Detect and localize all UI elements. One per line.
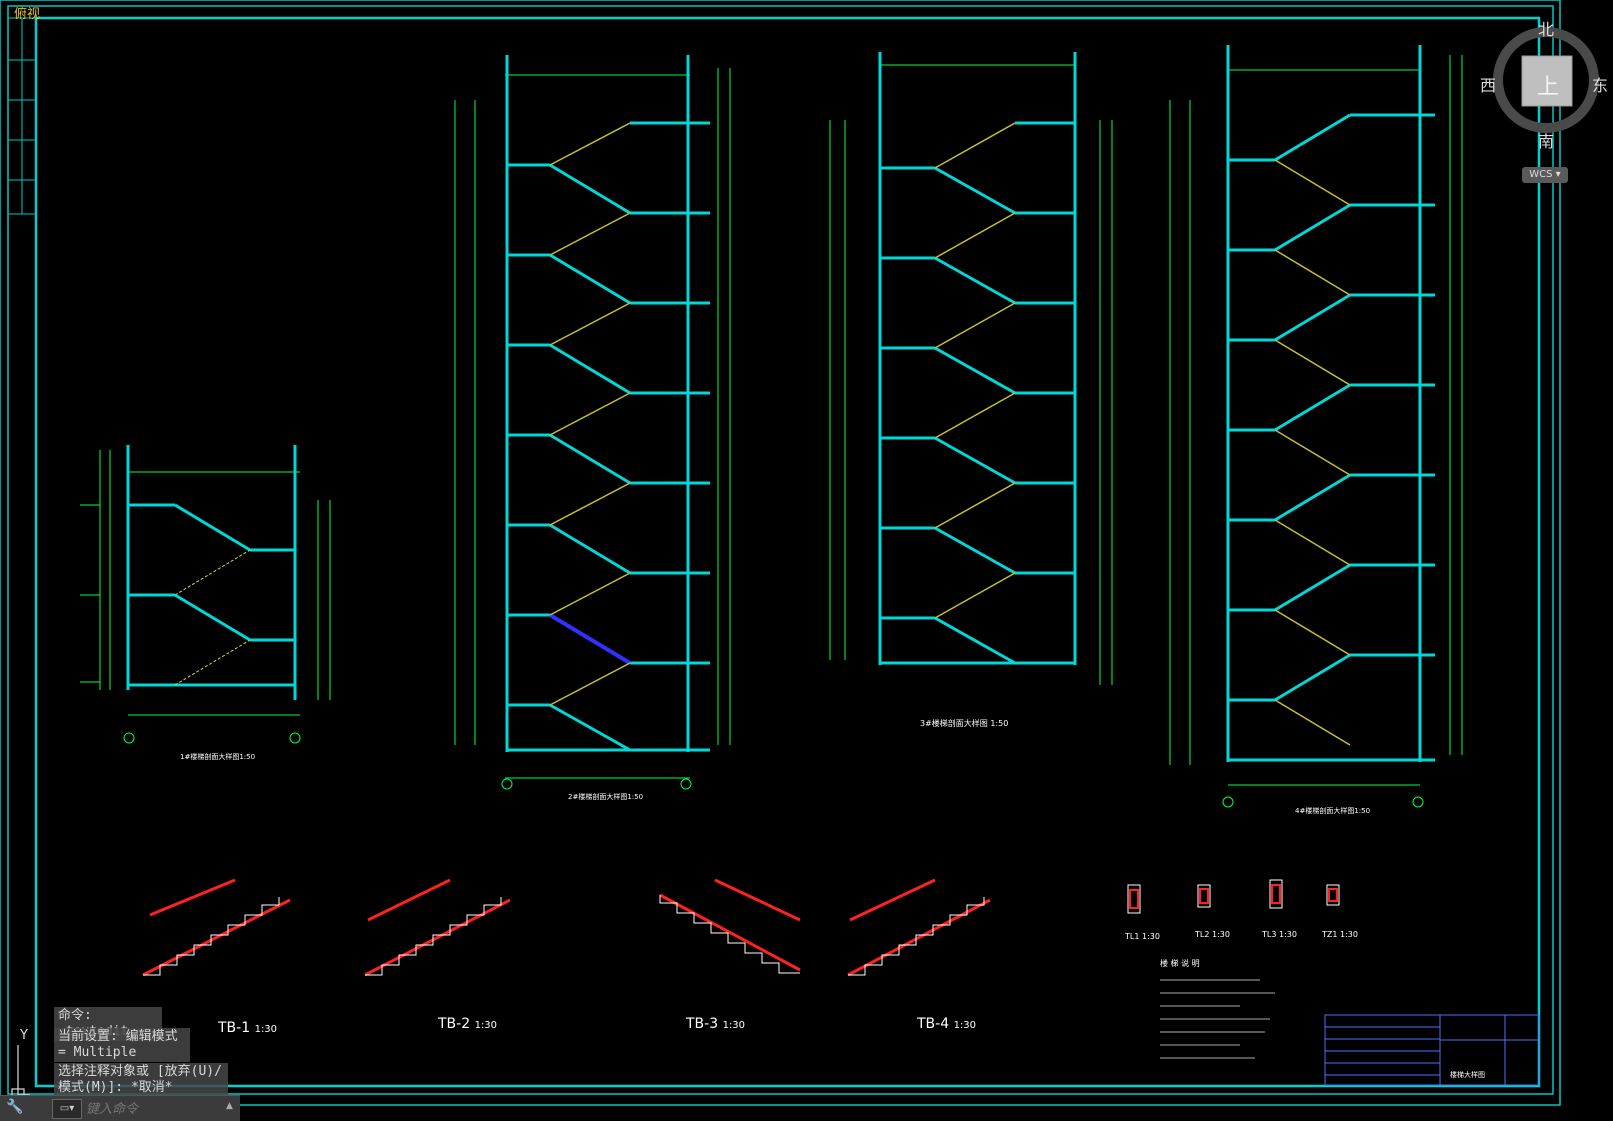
viewcube-south[interactable]: 南 [1538, 132, 1555, 151]
beam-details [1127, 879, 1340, 914]
tb2-name: TB-2 1:30 [438, 1016, 498, 1032]
section-2 [454, 55, 731, 790]
command-history-line: 选择注释对象或 [放弃(U)/模式(M)]: *取消* [54, 1063, 228, 1097]
command-bar: 🔧 ▭▾ ▲ [0, 1095, 240, 1121]
section-2-title-label: 2#楼梯剖面大样图1:50 [568, 793, 644, 801]
section-4-title-label: 4#楼梯剖面大样图1:50 [1295, 807, 1371, 815]
command-input[interactable] [84, 1099, 224, 1119]
tl3-name: TL3 1:30 [1262, 930, 1297, 939]
tb3-name: TB-3 1:30 [686, 1016, 746, 1032]
tl2-name: TL2 1:30 [1195, 930, 1230, 939]
viewcube[interactable] [1488, 18, 1612, 148]
tb1-name: TB-1 1:30 [218, 1020, 278, 1036]
wcs-menu-button[interactable]: WCS ▾ [1522, 167, 1568, 183]
section-4 [1169, 45, 1463, 808]
ucs-y-label: Y [20, 1028, 28, 1043]
stair-slab-details [142, 878, 991, 977]
notes-title: 楼 梯 说 明 [1160, 959, 1200, 968]
ucs-icon [11, 1045, 30, 1100]
view-label[interactable]: 俯视 [14, 7, 41, 22]
section-1-title-label: 1#楼梯剖面大样图1:50 [180, 753, 256, 761]
viewcube-west[interactable]: 西 [1480, 76, 1497, 95]
section-1 [80, 445, 331, 744]
tz1-name: TZ1 1:30 [1322, 930, 1358, 939]
command-history-dropdown[interactable]: ▭▾ [52, 1099, 82, 1119]
customize-wrench-icon[interactable]: 🔧 [6, 1099, 24, 1115]
title-block [1324, 1014, 1540, 1086]
viewcube-top-face[interactable]: 上 [1537, 75, 1560, 100]
tl1-name: TL1 1:30 [1125, 932, 1160, 941]
chevron-up-icon[interactable]: ▲ [226, 1101, 233, 1111]
viewcube-north[interactable]: 北 [1538, 20, 1555, 39]
viewcube-east[interactable]: 东 [1592, 76, 1609, 95]
section-3 [829, 52, 1113, 685]
title-block-name: 楼梯大样图 [1450, 1071, 1485, 1079]
tb4-name: TB-4 1:30 [917, 1016, 977, 1032]
section-3-title-label: 3#楼梯剖面大样图 1:50 [920, 719, 1009, 728]
command-history-line: 当前设置: 编辑模式 = Multiple [54, 1028, 190, 1062]
